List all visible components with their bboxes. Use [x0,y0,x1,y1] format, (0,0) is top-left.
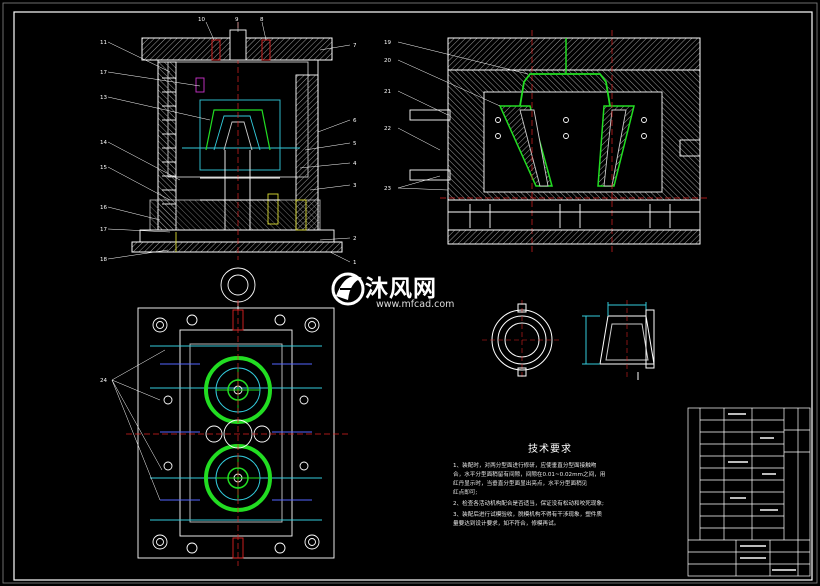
watermark-url: www.mfcad.com [376,299,455,310]
callout-8: 8 [260,17,264,23]
callout-15: 15 [100,165,107,171]
callout-22: 22 [384,126,391,132]
part-top-view [482,300,562,380]
plan-view [126,267,348,566]
callout-16: 16 [100,205,107,211]
callout-11: 11 [100,40,107,46]
front-view-callouts [107,21,351,263]
callout-3: 3 [353,183,357,189]
mfcad-logo-icon [331,272,365,306]
callout-1: 1 [353,260,357,266]
part-side-view [582,300,655,380]
callout-13: 13 [100,95,107,101]
sheet-border-inner [13,11,813,581]
callout-21: 21 [384,89,391,95]
front-view-callout-labels: 11 17 13 14 15 16 17 18 10 9 8 7 6 5 4 3… [100,17,357,266]
front-assembly-view [131,22,343,260]
section-view-callouts [397,41,529,191]
requirement-line-4: 红点即可; [453,490,478,496]
requirement-line-5: 2、检查各活动机构配合是否适当，保证没有松动和咬死现象; [453,501,604,507]
callout-5: 5 [353,141,357,147]
callout-10: 10 [198,17,205,23]
callout-2: 2 [353,236,357,242]
callout-18: 18 [100,257,107,263]
callout-14: 14 [100,140,107,146]
watermark-brand: 沐风网 [365,276,437,302]
callout-20: 20 [384,58,391,64]
requirement-line-2: 合，水平分型面稍留有间隙，间隙在0.01~0.02mm之间，用 [453,472,606,478]
callout-17a: 17 [100,70,107,76]
requirement-line-1: 1、装配时，对两分型面进行修研，应使垂直分型面接触吻 [453,463,597,469]
callout-23: 23 [384,186,391,192]
callout-17b: 17 [100,227,107,233]
callout-9: 9 [235,17,239,23]
side-section-view [409,30,710,255]
callout-4: 4 [353,161,357,167]
callout-7: 7 [353,43,357,49]
callout-24: 24 [100,378,107,384]
requirement-line-7: 量要达到设计要求，如不符合，修模再试。 [453,521,560,527]
requirement-line-3: 红丹显示时，当垂直分型面显出亮点，水平分型面稍见 [453,481,588,487]
section-view-callout-labels: 19 20 21 22 23 [384,40,391,192]
requirement-line-6: 3、装配后进行试模验收，脱模机构不得有干涉现象，塑件质 [453,512,602,518]
title-block [687,407,811,577]
callout-19: 19 [384,40,391,46]
technical-requirements-title: 技术要求 [528,444,572,455]
plan-view-callout [111,349,166,501]
callout-6: 6 [353,118,357,124]
